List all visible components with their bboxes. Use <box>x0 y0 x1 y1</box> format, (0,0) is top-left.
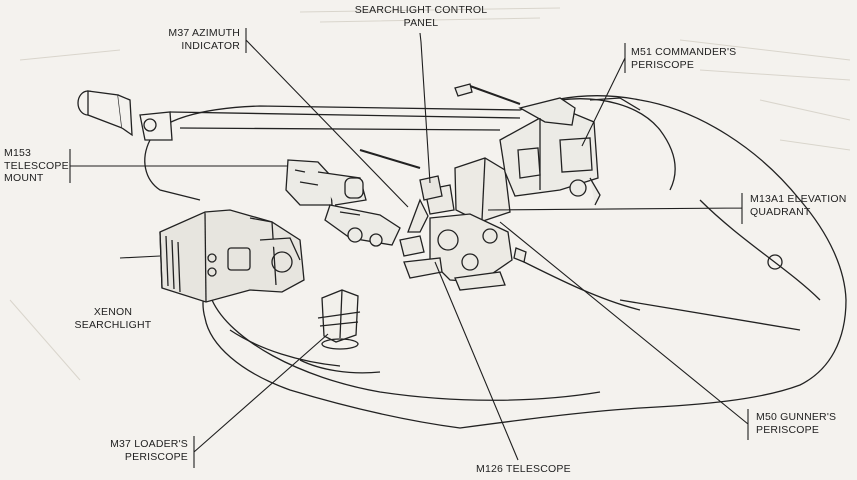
leader-lines <box>69 28 749 468</box>
leader-m37-loaders-periscope <box>193 333 329 468</box>
label-line: SEARCHLIGHT CONTROL <box>354 4 488 16</box>
leader-m153-telescope-mount <box>69 149 288 183</box>
xenon-searchlight <box>159 209 305 303</box>
leader-xenon-searchlight <box>119 255 161 259</box>
label-line: M37 LOADER'S <box>110 438 188 450</box>
label-line: PERISCOPE <box>756 423 820 436</box>
label-m50-gunners-periscope: M50 GUNNER'S PERISCOPE <box>756 411 836 436</box>
label-line: M13A1 ELEVATION <box>750 193 847 205</box>
label-line: M153 <box>4 147 32 159</box>
label-m13a1-elevation-quadrant: M13A1 ELEVATION QUADRANT <box>750 193 847 218</box>
label-m126-telescope: M126 TELESCOPE <box>476 463 571 476</box>
label-m153-telescope-mount: M153 TELESCOPE MOUNT <box>4 147 69 185</box>
m51-commanders-periscope <box>454 83 601 206</box>
searchlight-control-panel-box <box>359 149 443 201</box>
m37-loaders-periscope <box>317 289 361 350</box>
label-line: M126 TELESCOPE <box>476 463 571 475</box>
label-line: TELESCOPE <box>4 159 69 172</box>
label-searchlight-control-panel: SEARCHLIGHT CONTROL PANEL <box>340 4 502 29</box>
label-line: PERISCOPE <box>124 450 188 463</box>
label-line: INDICATOR <box>181 39 240 52</box>
leader-m13a1-elevation-quadrant <box>487 193 743 224</box>
gunner-sight-cluster <box>399 157 527 291</box>
leader-m51-commanders-periscope <box>581 43 626 147</box>
label-m51-commanders-periscope: M51 COMMANDER'S PERISCOPE <box>631 46 736 71</box>
gun-breech-stub <box>77 90 173 141</box>
label-line: SEARCHLIGHT <box>74 318 152 331</box>
background-texture <box>9 7 851 381</box>
label-m37-loaders-periscope: M37 LOADER'S PERISCOPE <box>92 438 188 463</box>
label-line: XENON <box>93 306 133 318</box>
turret-ring <box>211 299 601 401</box>
turret-hull <box>149 95 847 429</box>
label-line: M37 AZIMUTH <box>168 27 240 39</box>
leader-m126-telescope <box>434 261 519 461</box>
turret-outline <box>144 95 847 429</box>
label-line: M50 GUNNER'S <box>756 411 837 423</box>
label-line: PANEL <box>403 16 439 29</box>
label-line: MOUNT <box>4 172 44 184</box>
leader-m50-gunners-periscope <box>499 221 749 440</box>
m153-telescope-mount <box>285 159 401 247</box>
label-m37-azimuth-indicator: M37 AZIMUTH INDICATOR <box>142 27 240 52</box>
label-line: M51 COMMANDER'S <box>631 46 737 58</box>
leader-searchlight-control-panel <box>419 32 431 184</box>
leader-m37-azimuth-indicator <box>245 28 409 208</box>
label-xenon-searchlight: XENON SEARCHLIGHT <box>58 306 168 331</box>
label-line: QUADRANT <box>750 205 811 218</box>
label-line: PERISCOPE <box>631 58 695 71</box>
